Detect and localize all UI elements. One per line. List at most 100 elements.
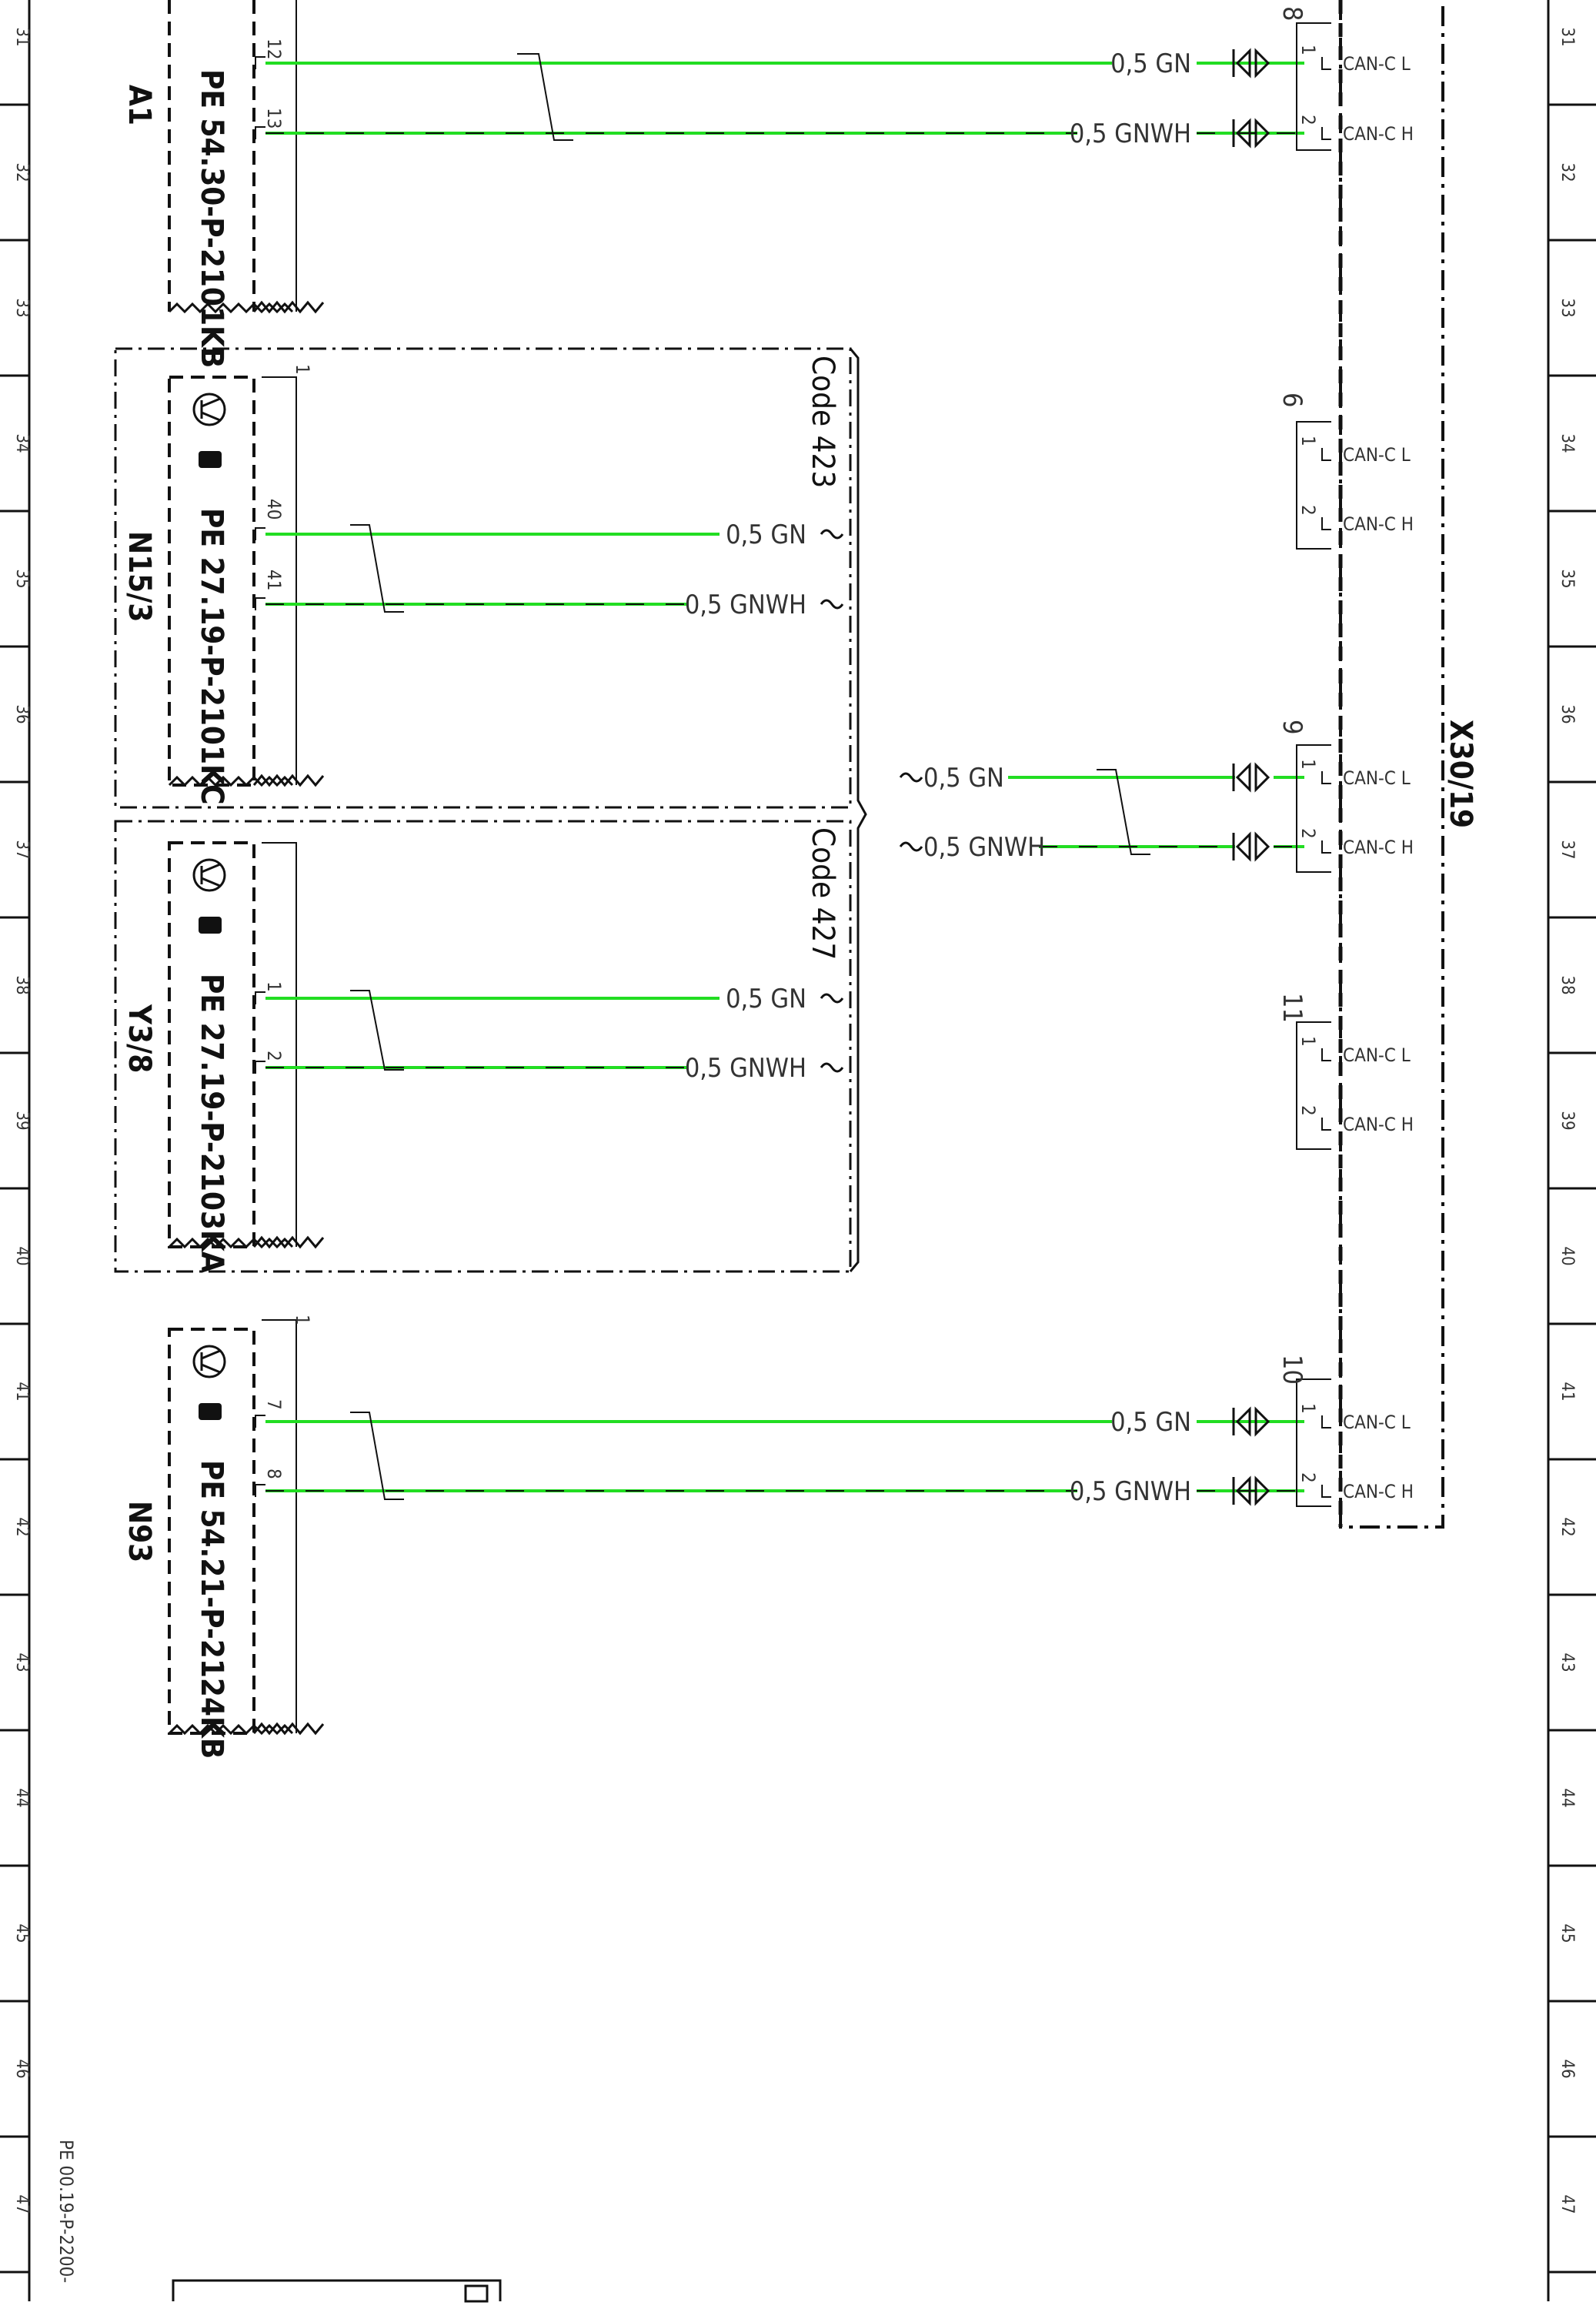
component-name-n93: N93	[122, 1501, 157, 1562]
wire-label-gn: 0,5 GN	[923, 763, 1004, 794]
connector-slot-number: 10	[1277, 1355, 1307, 1385]
component-ref-y3-8: PE 27.19-P-2103KA	[194, 974, 229, 1273]
row-number-left: 31	[12, 27, 32, 46]
wire-label-gn: 0,5 GN	[726, 520, 806, 550]
wire-continuation-icon	[820, 1062, 844, 1073]
wire-label-gnwh: 0,5 GNWH	[685, 590, 806, 620]
component-wavy-ends	[168, 300, 325, 1736]
connector-slot-number: 6	[1277, 393, 1307, 407]
connector-pin-number: 2	[1297, 505, 1319, 516]
component-pin-contact	[255, 1415, 265, 1428]
connector-pin-number: 2	[1297, 115, 1319, 125]
row-number-left: 37	[12, 840, 32, 859]
can-signal-label: CAN-C L	[1343, 444, 1411, 466]
connector-slot-bracket	[1296, 1021, 1331, 1150]
row-number-right: 46	[1558, 2059, 1577, 2078]
terminal-contact	[1321, 1118, 1331, 1131]
row-number-left: 38	[12, 975, 32, 994]
can-signal-label: CAN-C H	[1343, 1114, 1414, 1135]
component-pin-contact	[255, 527, 265, 540]
component-pin-contact	[255, 1061, 265, 1074]
row-number-left: 47	[12, 2194, 32, 2214]
wire-label-gnwh: 0,5 GNWH	[685, 1053, 806, 1084]
plug-connector-icon	[1235, 48, 1270, 79]
transistor-icon	[192, 393, 226, 1378]
row-number-right: 43	[1558, 1652, 1577, 1672]
row-number-right: 32	[1558, 162, 1577, 182]
component-name-n15-3: N15/3	[122, 531, 157, 622]
row-number-right: 44	[1558, 1788, 1577, 1807]
component-name-a1: A1	[122, 85, 157, 125]
connector-slot-bracket	[1296, 22, 1331, 151]
terminal-contact	[1321, 448, 1331, 461]
pin-number: 13	[263, 108, 285, 129]
row-number-right: 37	[1558, 840, 1577, 859]
wire-label-gnwh: 0,5 GNWH	[1070, 1476, 1191, 1507]
pin-number: 12	[263, 38, 285, 59]
row-number-left: 44	[12, 1788, 32, 1807]
connector-name: X30/19	[1443, 720, 1478, 828]
connector-slot-bracket	[1296, 1378, 1331, 1507]
component-pin-contact	[255, 597, 265, 610]
wire-label-gn: 0,5 GN	[1110, 48, 1191, 79]
wires	[265, 48, 1304, 1506]
wire-continuation-icon	[820, 529, 844, 540]
wire-label-gn: 0,5 GN	[1110, 1407, 1191, 1438]
component-pin-contact	[255, 56, 265, 69]
component-solid-edges	[262, 0, 297, 1733]
info-table-stub	[172, 2279, 502, 2303]
row-number-right: 33	[1558, 298, 1577, 317]
component-name-y3-8: Y3/8	[122, 1004, 157, 1073]
connector-slot-number: 8	[1277, 6, 1307, 21]
component-boxes	[168, 0, 255, 1735]
component-ref-n93: PE 54.21-P-2124KB	[194, 1460, 229, 1759]
plug-connector-icon	[1235, 1475, 1270, 1506]
row-number-left: 41	[12, 1382, 32, 1401]
plug-connector-icon	[1235, 1406, 1270, 1437]
pin-number: 1	[263, 981, 285, 992]
row-number-right: 35	[1558, 569, 1577, 588]
terminal-contact	[1321, 1415, 1331, 1429]
connector-brackets	[255, 22, 1331, 1507]
footer-reference: PE 00.19-P-2200-	[55, 2140, 77, 2283]
connector-pin-number: 1	[1297, 759, 1319, 770]
row-number-left: 34	[12, 433, 32, 453]
terminal-contact	[1321, 1485, 1331, 1498]
connector-slot-number: 11	[1277, 993, 1307, 1023]
can-signal-label: CAN-C H	[1343, 837, 1414, 858]
component-pin-contact	[255, 126, 265, 139]
row-number-left: 35	[12, 569, 32, 588]
can-signal-label: CAN-C L	[1343, 1412, 1411, 1433]
row-number-right: 45	[1558, 1923, 1577, 1943]
wire-continuation-icon	[820, 599, 844, 610]
connector-slot-bracket	[1296, 744, 1331, 873]
component-pin-contact	[255, 991, 265, 1004]
box-pin-number: 1	[292, 1315, 313, 1325]
option-code-423: Code 423	[805, 356, 840, 488]
connector-slot-number: 9	[1277, 720, 1307, 734]
terminal-contact	[1321, 517, 1331, 530]
pin-number: 2	[263, 1051, 285, 1061]
row-number-left: 36	[12, 704, 32, 723]
component-pin-contact	[255, 1484, 265, 1497]
option-code-427: Code 427	[805, 827, 840, 960]
row-number-right: 34	[1558, 433, 1577, 453]
row-number-right: 42	[1558, 1517, 1577, 1536]
row-number-right: 41	[1558, 1382, 1577, 1401]
twist-marks	[350, 53, 1150, 1500]
connector-pin-number: 1	[1297, 1403, 1319, 1414]
row-number-left: 39	[12, 1111, 32, 1130]
wire-label-gn: 0,5 GN	[726, 984, 806, 1014]
pin-number: 41	[263, 570, 285, 590]
terminal-contact	[1321, 57, 1331, 70]
connector-pin-number: 1	[1297, 45, 1319, 55]
component-ref-a1: PE 54.30-P-2101KB	[194, 69, 229, 368]
row-number-left: 32	[12, 162, 32, 182]
connector-pin-number: 2	[1297, 828, 1319, 839]
row-number-left: 42	[12, 1517, 32, 1536]
wire-label-gnwh: 0,5 GNWH	[1070, 119, 1191, 149]
connector-slot-bracket	[1296, 421, 1331, 550]
wire-continuation-icon	[820, 993, 844, 1004]
